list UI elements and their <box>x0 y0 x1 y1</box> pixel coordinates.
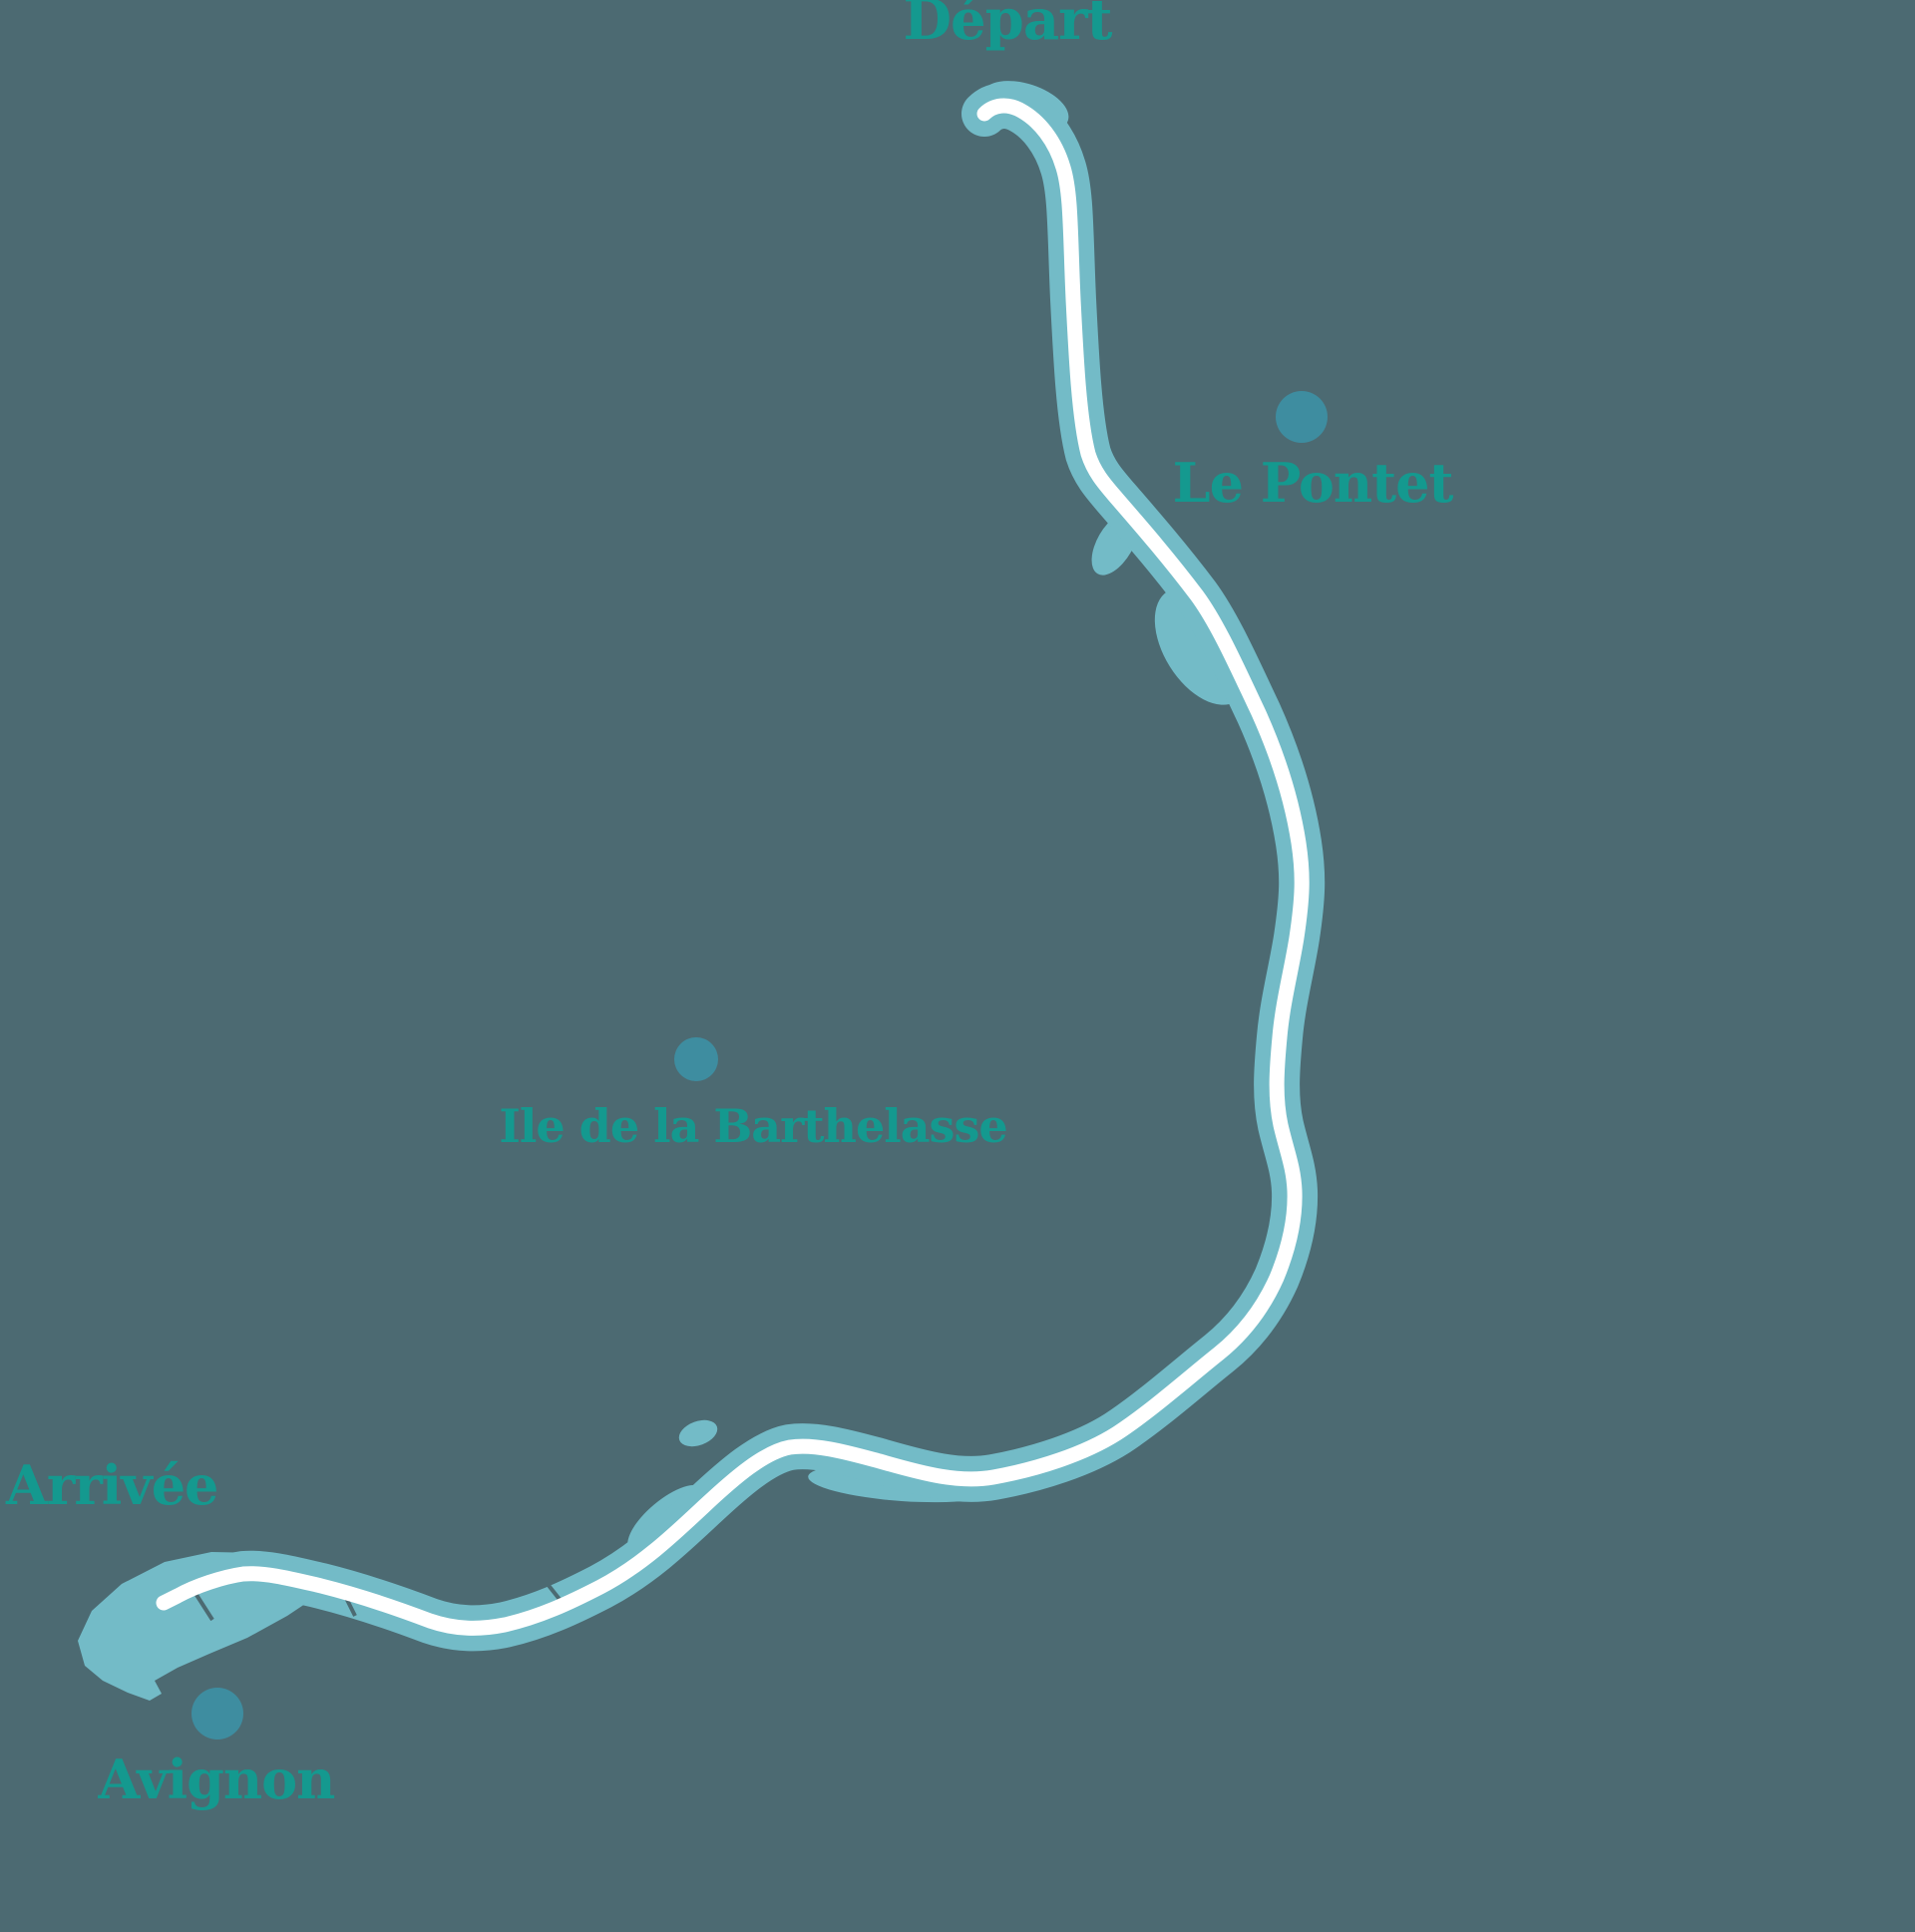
label-arrivee: Arrivée <box>6 1453 218 1517</box>
marker-ile-de-la-barthelasse <box>674 1037 718 1081</box>
label-avignon: Avignon <box>98 1747 336 1811</box>
label-ile-de-la-barthelasse: Ile de la Barthelasse <box>499 1099 1007 1153</box>
river-band <box>141 83 1326 1652</box>
label-depart: Départ <box>903 0 1112 53</box>
river-blob-5 <box>678 1419 718 1447</box>
marker-le-pontet <box>1276 391 1328 443</box>
river-delta <box>78 1552 334 1701</box>
route-line <box>156 98 1310 1636</box>
label-le-pontet: Le Pontet <box>1172 451 1454 515</box>
marker-avignon <box>192 1688 243 1739</box>
